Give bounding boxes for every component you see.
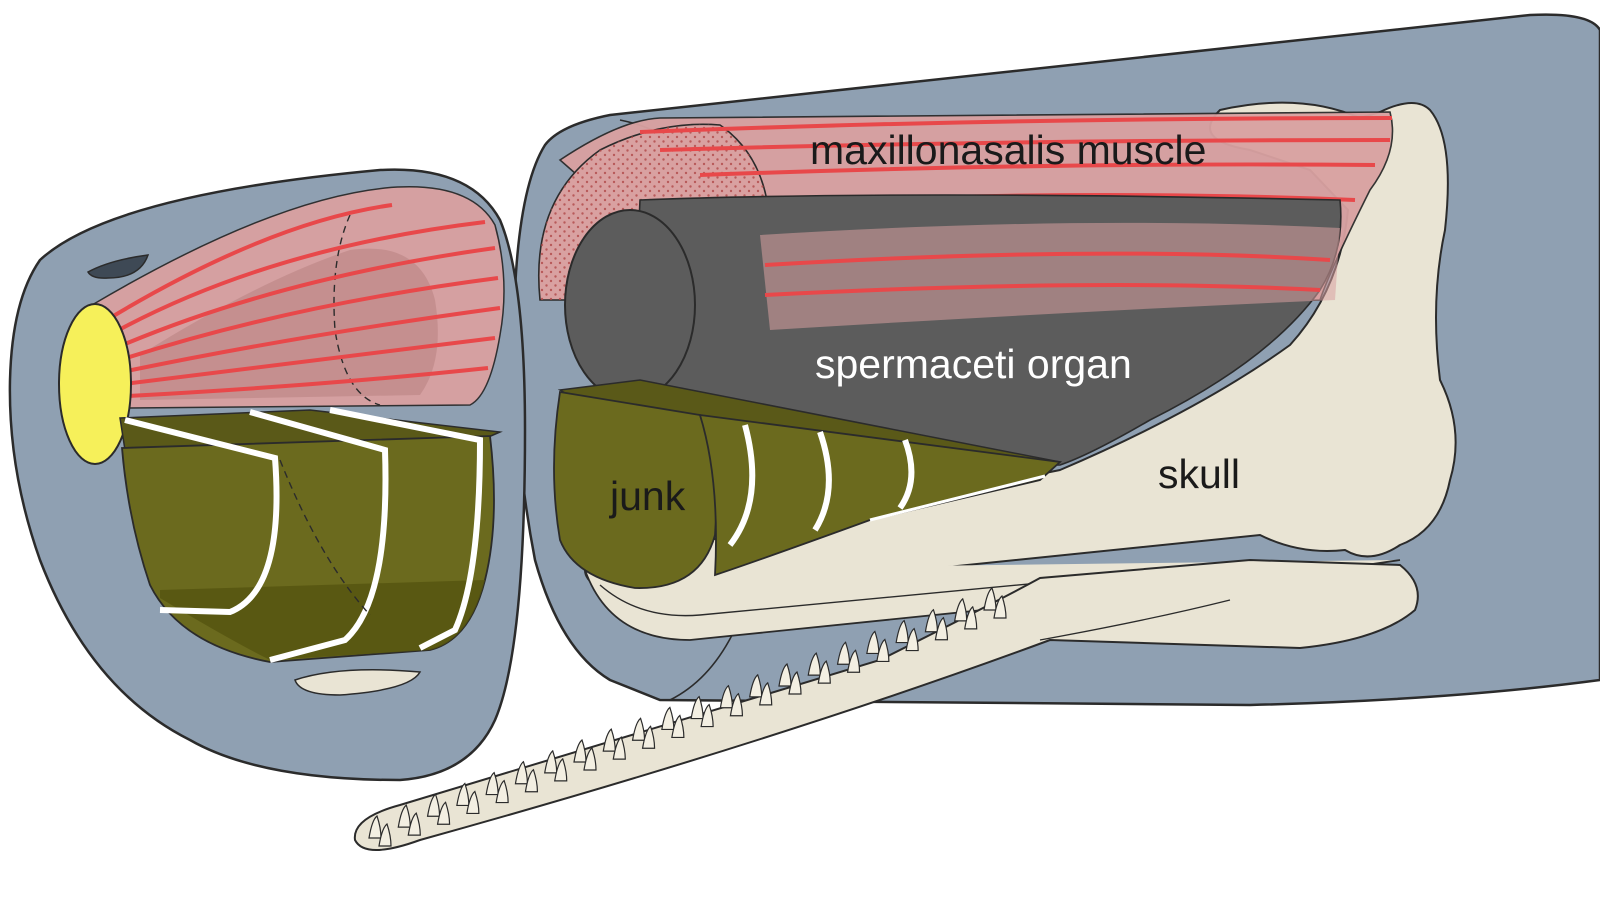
diagram-labels: maxillonasalis muscle spermaceti organ j… [609,127,1240,519]
spermaceti-organ [564,194,1342,471]
tooth [495,779,509,804]
tooth [954,597,968,622]
tooth [426,793,441,817]
front-junk-shadow [160,580,485,660]
tooth [583,746,597,771]
label-spermaceti-organ: spermaceti organ [815,341,1132,387]
tooth [700,703,714,728]
spermaceti-end-cap [564,209,696,401]
tooth [544,749,558,774]
tooth [807,652,821,676]
front-muscle-cone [91,186,505,409]
tooth [749,673,763,698]
front-bone-sliver [294,669,422,696]
tooth [729,692,744,717]
tooth [817,660,831,684]
tooth [671,714,685,739]
tooth [641,725,656,749]
teeth-row [368,586,1007,847]
tooth [466,790,480,815]
main-junk [553,379,1063,589]
tooth [993,594,1007,619]
tooth [602,728,616,752]
tooth [719,684,734,709]
tooth [378,822,392,847]
front-junk-dashed [279,459,371,616]
front-junk [119,407,503,696]
tooth [846,649,861,673]
skull [353,101,1457,851]
tooth [407,812,421,836]
tooth [788,670,802,695]
tooth [934,616,949,641]
tooth [983,586,997,611]
tooth [631,717,646,741]
main-junk-partitions [727,424,915,547]
tooth [866,630,880,655]
tooth [690,695,704,720]
blowhole [86,254,150,279]
tooth [514,760,529,785]
label-maxillonasalis-muscle: maxillonasalis muscle [810,127,1206,173]
tooth [778,662,792,687]
tooth [554,757,568,782]
nose-cross-section [58,303,132,465]
tooth [661,706,675,731]
front-muscle-fibres [108,203,501,398]
skull-rostrum-curve [599,564,1231,617]
label-junk: junk [609,473,686,519]
junk-skull-seam [869,474,1046,522]
spermaceti-top-muscle-band [760,222,1340,330]
label-skull: skull [1158,451,1240,497]
tooth [436,801,451,825]
tooth [876,638,890,663]
front-junk-partitions [124,407,484,663]
tooth [964,605,978,630]
tooth [895,619,909,644]
tooth [836,641,851,665]
tooth [612,736,626,760]
main-junk-cone [698,413,1063,577]
tooth [485,771,499,796]
tooth [759,681,773,706]
tooth [573,738,587,763]
skull-cranium [583,101,1457,602]
tooth [456,782,470,807]
tooth [905,627,919,652]
jaw-groove [1039,599,1231,641]
tooth [368,814,382,839]
front-dashed-ring [333,214,381,406]
front-inner-cylinder [140,248,438,400]
tooth [397,804,411,828]
tooth [524,768,539,793]
tooth [924,608,939,633]
lower-jaw [353,558,1419,851]
spermaceti-over-fibres [764,251,1331,297]
